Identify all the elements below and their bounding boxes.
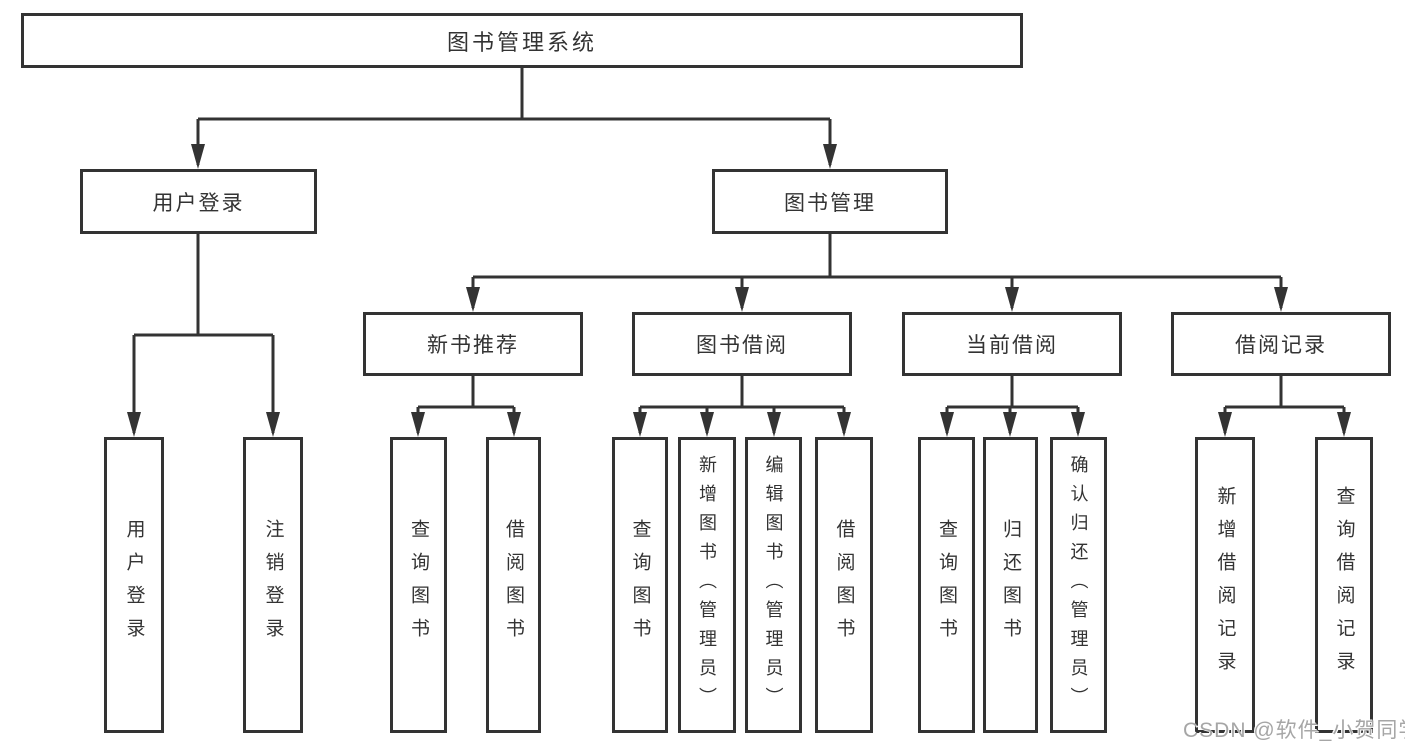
leaf-edit-books-admin: 编辑图书（管理员） [745,437,802,733]
node-label: 借阅图书 [833,519,855,651]
node-user-login: 用户登录 [80,169,317,234]
leaf-return-books: 归还图书 [983,437,1038,733]
node-book-borrow: 图书借阅 [632,312,852,376]
node-label: 借阅记录 [1235,334,1327,357]
connector-current-borrow-to-leaves [940,376,1085,437]
node-label: 归还图书 [1000,519,1021,651]
leaf-borrow-books-1: 借阅图书 [486,437,541,733]
leaf-query-books-3: 查询图书 [918,437,975,733]
leaf-borrow-books-2: 借阅图书 [815,437,873,733]
leaf-query-borrow-record: 查询借阅记录 [1315,437,1373,733]
node-label: 查询图书 [936,519,957,651]
node-label: 编辑图书（管理员） [763,454,784,716]
leaf-confirm-return-admin: 确认归还（管理员） [1050,437,1107,733]
connector-user-login-to-leaves [127,234,280,437]
leaf-logout: 注销登录 [243,437,303,733]
node-label: 新书推荐 [427,334,519,357]
connector-new-books-to-leaves [411,376,521,437]
node-label: 用户登录 [152,191,245,215]
node-root-library-system: 图书管理系统 [21,13,1023,68]
node-label: 确认归还（管理员） [1068,454,1089,716]
node-label: 图书管理 [784,191,876,215]
node-label: 当前借阅 [966,334,1058,357]
node-label: 图书管理系统 [446,29,597,55]
node-label: 新增图书（管理员） [697,454,717,716]
node-label: 注销登录 [262,519,284,651]
node-current-borrow: 当前借阅 [902,312,1122,376]
connector-root-to-level2 [191,68,837,169]
node-new-book-recommend: 新书推荐 [363,312,583,376]
leaf-add-borrow-record: 新增借阅记录 [1195,437,1255,733]
node-label: 新增借阅记录 [1214,486,1236,684]
node-label: 查询图书 [629,519,651,651]
leaf-user-login: 用户登录 [104,437,164,733]
node-label: 查询借阅记录 [1333,486,1355,684]
connector-book-borrow-to-leaves [633,376,851,437]
node-borrow-records: 借阅记录 [1171,312,1391,376]
node-book-management: 图书管理 [712,169,948,234]
node-label: 查询图书 [408,519,429,651]
leaf-query-books-1: 查询图书 [390,437,447,733]
csdn-watermark: CSDN @软件_小贺同学 [1183,719,1405,742]
node-label: 用户登录 [123,519,145,651]
connector-book-mgmt-to-level3 [466,234,1288,312]
node-label: 图书借阅 [696,334,788,357]
node-label: 借阅图书 [503,519,524,651]
leaf-add-books-admin: 新增图书（管理员） [678,437,736,733]
leaf-query-books-2: 查询图书 [612,437,668,733]
connector-borrow-records-to-leaves [1218,376,1351,437]
